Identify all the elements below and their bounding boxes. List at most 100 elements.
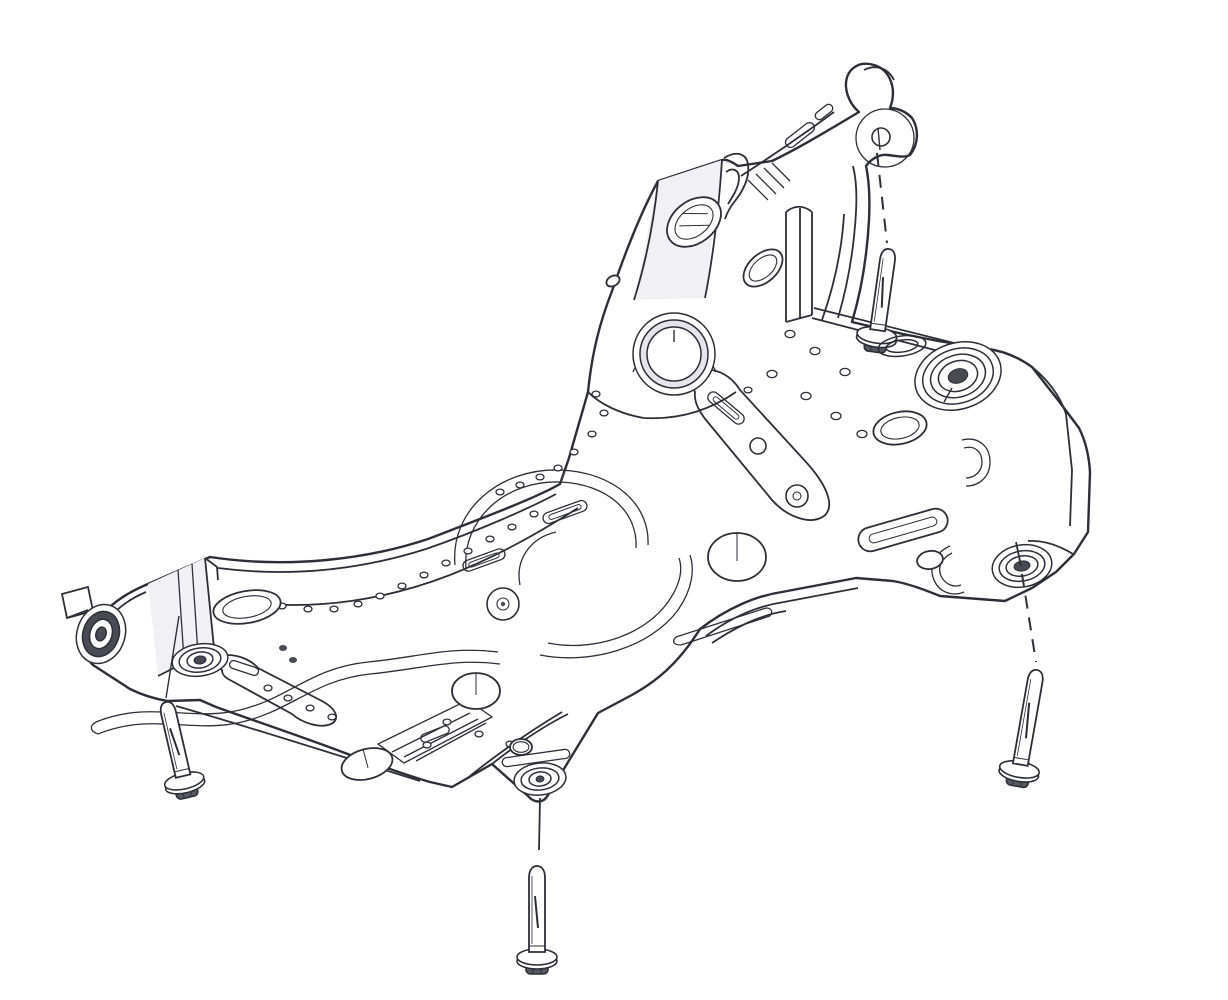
ring-hole-dot [500,601,506,607]
rib-wedge [376,699,494,764]
rivet-hole [599,409,609,417]
rivet-hole [263,684,273,692]
tick-top-right-eyelet [877,127,881,151]
deck-hole [856,429,868,439]
oval-hole-inner [222,595,272,619]
dark-mark [289,657,297,663]
leader-lines-layer [165,127,1037,851]
bolt-bottom-center-thread-mark [534,896,539,929]
strut-slot-1 [784,121,816,149]
center-bracket-slot-inner [712,396,740,420]
holes-layer [212,127,944,781]
oval-hole [916,549,944,571]
oval-hole-rim [605,274,621,288]
deck-hole [839,367,851,377]
deck-hole [442,718,452,726]
rivet-hole [327,713,337,721]
deck-hole [743,386,753,394]
oval-hole [872,410,928,446]
bottom-center-mount [513,762,567,796]
rivet-hole [569,448,579,456]
rivet-hole [529,510,539,518]
rivet-hole [553,464,563,472]
centerline-bottom-left [165,615,180,699]
ring-hole [749,437,767,455]
oval-hole [212,589,282,625]
right-bottom-mount [991,543,1053,589]
rivet-hole [305,704,315,712]
rivet-hole [353,600,363,608]
centerline-top-right [876,152,888,244]
bolt-bottom-left-thread-mark [169,728,181,756]
ring-hole [871,127,891,147]
bolt-top-right-thread-mark [880,277,885,308]
rivet-hole [485,535,495,543]
eyelet-boss-ring [855,108,915,168]
oval-hole [742,248,784,288]
dark-mark [279,645,287,651]
bolt-right-collar [1013,756,1029,761]
oval-hole-inner [674,204,714,240]
horn-bushing-bore [75,603,127,665]
centerline-right [1021,573,1037,663]
bolt-bottom-left [159,700,206,800]
rivet-hole [329,605,339,613]
oval-hole-rim [212,589,282,625]
horn-bushing-bore-ring [95,626,107,642]
rivet-hole [535,473,545,481]
subframe-body [60,62,1092,803]
top-right-bolt-mount-ring [877,334,927,358]
bolts-layer [159,248,1044,975]
oval-hole-inner [880,416,920,440]
top-right-bolt-mount [877,334,927,358]
rivet-hole [507,523,517,531]
oval-hole-rim [742,248,784,288]
bottom-center-mount-center [535,775,545,783]
oval-hole-spoke [682,212,708,215]
bolt-bottom-left-shank-edge [163,712,178,770]
oval-hole [340,747,394,781]
bolt-right [998,668,1044,789]
bolt-right-shank-edge [1016,678,1032,756]
oval-hole [509,738,533,756]
bushing-mounts-layer [75,312,1053,796]
mounts-front-layer [877,334,927,358]
oval-hole-inner [512,741,530,753]
oval-hole-spoke [679,224,710,227]
rivet-hole [397,582,407,590]
bolt-top-right-shank-edge [873,258,884,322]
oval-hole [707,532,767,582]
rivet-hole [587,430,597,438]
deck-hole [800,391,812,401]
bolt-bottom-center [516,865,558,975]
left-bushing-cup-center [193,655,207,665]
top-right-bolt-mount-ring [885,338,919,354]
right-bottom-mount-center [1013,560,1031,572]
deck-hole [766,369,778,379]
deck-hole [830,411,842,421]
deck-hole [809,346,821,356]
bolt-top-right-collar [870,322,886,326]
corner-spiral-mount-center [947,368,969,384]
oval-hole [666,196,722,248]
deck-pill-embossings [420,499,949,768]
deck-hole [422,741,432,749]
deck-hole [474,730,484,738]
top-bushing-cup-ring [646,326,702,382]
left-bushing-cup [171,642,229,678]
bolt-right-thread-mark [1024,702,1031,739]
deck-hole [784,329,796,339]
strut-slot-2 [814,103,834,121]
rivet-hole [441,559,451,567]
centerline-right-solid [1015,541,1022,567]
bolt-bottom-left-collar [174,768,190,773]
rivet-hole [375,592,385,600]
center-bracket-slot [707,391,745,425]
centerline-bottom-center [538,797,541,851]
rivet-hole [495,488,505,496]
corner-spiral-mount [914,341,1002,411]
oval-hole-rim [872,410,928,446]
bolt-bottom-left-shank [159,700,192,779]
